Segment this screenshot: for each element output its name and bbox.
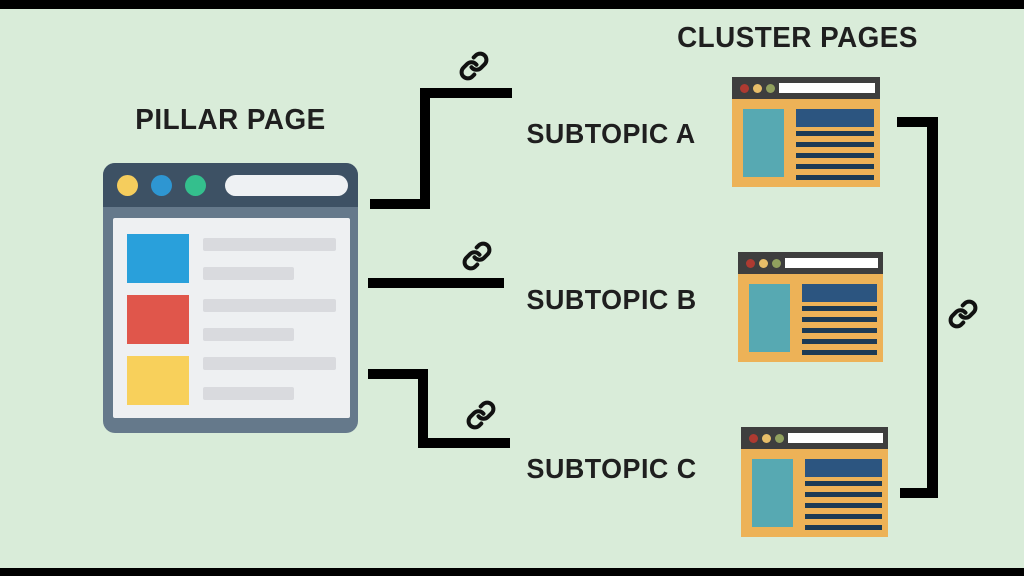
content-thumbnail-blue: [127, 234, 189, 283]
window-button-red-icon: [746, 259, 755, 268]
bottom-frame-bar: [0, 568, 1024, 576]
cluster-page-c: [741, 427, 888, 537]
subtopic-a-label: SUBTOPIC A: [526, 118, 696, 149]
window-button-green-icon: [185, 175, 206, 196]
connector-pillar-to-subtopic-a: [420, 88, 430, 209]
link-icon: [459, 51, 489, 81]
content-title-block: [796, 109, 874, 127]
text-line: [796, 164, 874, 169]
connector-cluster-a-to-cluster-c: [897, 117, 938, 127]
link-icon: [462, 241, 492, 271]
text-line: [805, 514, 882, 519]
text-line: [805, 492, 882, 497]
window-button-yellow-icon: [117, 175, 138, 196]
link-icon: [466, 400, 496, 430]
text-line: [203, 238, 336, 251]
content-thumbnail-yellow: [127, 356, 189, 405]
connector-pillar-to-subtopic-a: [420, 88, 512, 98]
cluster-pages-heading: CLUSTER PAGES: [677, 22, 918, 54]
text-line: [203, 267, 294, 280]
cluster-title-bar: [732, 77, 880, 99]
content-text-column: [805, 459, 882, 530]
text-line: [203, 387, 294, 400]
window-button-olive-icon: [772, 259, 781, 268]
cluster-address-bar: [785, 258, 878, 268]
text-line: [203, 357, 336, 370]
text-line: [203, 328, 294, 341]
connector-pillar-to-subtopic-b: [368, 278, 504, 288]
connector-pillar-to-subtopic-c: [368, 369, 427, 379]
cluster-page-b: [738, 252, 883, 362]
window-button-amber-icon: [753, 84, 762, 93]
connector-pillar-to-subtopic-c: [418, 369, 428, 448]
window-button-blue-icon: [151, 175, 172, 196]
pillar-window-title-bar: [103, 163, 358, 207]
pillar-page-window: [103, 163, 358, 433]
connector-pillar-to-subtopic-a: [370, 199, 430, 209]
text-line: [802, 328, 877, 333]
cluster-address-bar: [788, 433, 883, 443]
connector-pillar-to-subtopic-c: [418, 438, 510, 448]
text-line: [796, 153, 874, 158]
cluster-page-a: [732, 77, 880, 187]
cluster-page-content: [738, 274, 883, 362]
text-line: [802, 306, 877, 311]
text-line: [802, 317, 877, 322]
text-line: [802, 339, 877, 344]
pillar-page-label: PILLAR PAGE: [135, 104, 326, 136]
text-line: [796, 175, 874, 180]
content-title-block: [802, 284, 877, 302]
cluster-page-content: [732, 99, 880, 187]
content-thumbnail-red: [127, 295, 189, 344]
connector-cluster-a-to-cluster-c: [927, 117, 938, 498]
text-line: [796, 131, 874, 136]
content-image-teal: [743, 109, 784, 177]
content-title-block: [805, 459, 882, 477]
cluster-title-bar: [741, 427, 888, 449]
window-button-red-icon: [740, 84, 749, 93]
text-line: [805, 481, 882, 486]
cluster-address-bar: [779, 83, 875, 93]
text-line: [805, 525, 882, 530]
subtopic-c-label: SUBTOPIC C: [526, 453, 697, 484]
content-text-column: [802, 284, 877, 355]
text-line: [203, 299, 336, 312]
window-button-olive-icon: [775, 434, 784, 443]
cluster-page-content: [741, 449, 888, 537]
content-image-teal: [752, 459, 793, 527]
content-image-teal: [749, 284, 790, 352]
window-button-amber-icon: [759, 259, 768, 268]
window-button-olive-icon: [766, 84, 775, 93]
connector-cluster-a-to-cluster-c: [900, 488, 937, 498]
link-icon: [948, 299, 978, 329]
cluster-title-bar: [738, 252, 883, 274]
text-line: [805, 503, 882, 508]
window-button-amber-icon: [762, 434, 771, 443]
text-line: [796, 142, 874, 147]
window-button-red-icon: [749, 434, 758, 443]
top-frame-bar: [0, 0, 1024, 9]
subtopic-b-label: SUBTOPIC B: [526, 284, 697, 315]
content-text-column: [796, 109, 874, 180]
text-line: [802, 350, 877, 355]
pillar-page-content: [113, 218, 350, 418]
pillar-address-bar: [225, 175, 348, 196]
